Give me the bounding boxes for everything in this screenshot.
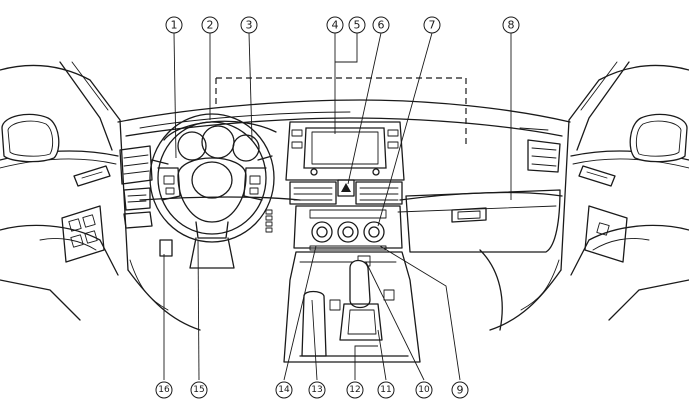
callout-9-label: 9: [457, 384, 464, 397]
console-shifter: [283, 251, 421, 363]
dashboard-body: [117, 99, 571, 331]
callout-14: 14: [275, 381, 293, 399]
callout-16: 16: [155, 381, 173, 399]
callout-1-label: 1: [171, 19, 178, 32]
callout-7: 7: [423, 16, 441, 34]
callout-12: 12: [346, 381, 364, 399]
left-door: [0, 61, 129, 321]
callout-1: 1: [165, 16, 183, 34]
callout-4-label: 4: [332, 19, 339, 32]
dash-switches: [159, 209, 273, 257]
airbag-dashed-outline: [216, 77, 467, 146]
callout-13: 13: [308, 381, 326, 399]
right-door: [560, 61, 689, 321]
callout-2-label: 2: [207, 19, 214, 32]
callout-3: 3: [240, 16, 258, 34]
callout-12-label: 12: [349, 385, 360, 395]
callout-15-label: 15: [193, 385, 204, 395]
glove-box: [405, 189, 561, 253]
callout-3-label: 3: [246, 19, 253, 32]
callout-2: 2: [201, 16, 219, 34]
leader-lines: [163, 32, 512, 381]
callout-11: 11: [377, 381, 395, 399]
callout-5: 5: [348, 16, 366, 34]
callout-15: 15: [190, 381, 208, 399]
callout-16-label: 16: [158, 385, 170, 395]
callout-10: 10: [415, 381, 433, 399]
callout-8-label: 8: [508, 19, 515, 32]
callout-5-label: 5: [354, 19, 361, 32]
callout-7-label: 7: [429, 19, 436, 32]
left-vents: [119, 145, 153, 229]
callout-9: 9: [451, 381, 469, 399]
right-mirror: [629, 113, 688, 163]
right-vents: [519, 127, 561, 173]
callout-14-label: 14: [278, 385, 290, 395]
callout-13-label: 13: [311, 385, 322, 395]
left-mirror: [1, 113, 60, 163]
callout-10-label: 10: [418, 385, 430, 395]
callout-6-label: 6: [378, 19, 385, 32]
callout-6: 6: [372, 16, 390, 34]
callout-4: 4: [326, 16, 344, 34]
steering-wheel: [149, 113, 277, 269]
callout-8: 8: [502, 16, 520, 34]
callout-11-label: 11: [380, 385, 391, 395]
center-stack: [285, 121, 405, 251]
